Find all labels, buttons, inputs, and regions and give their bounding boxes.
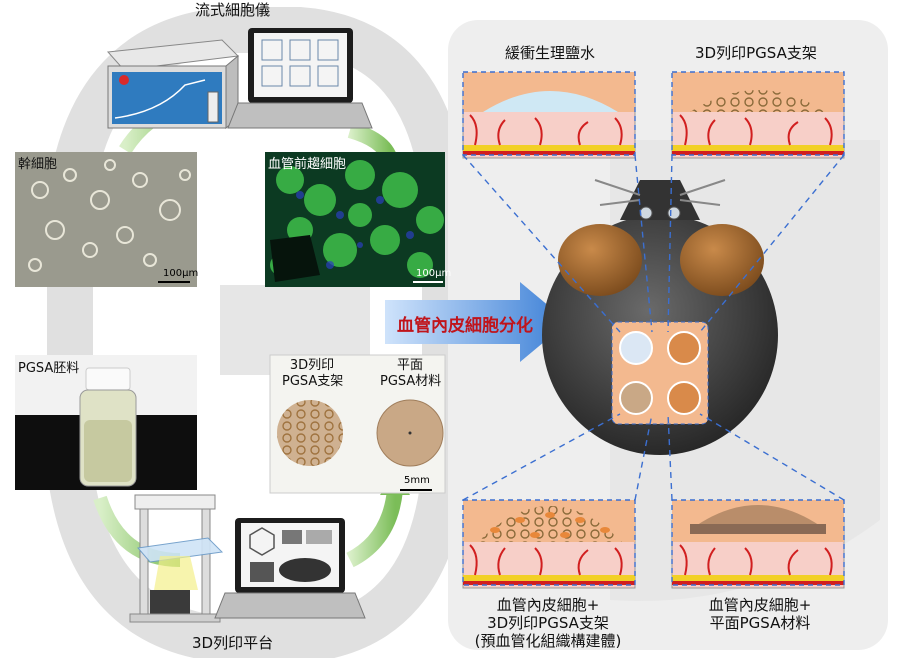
mouse-illustration bbox=[542, 179, 778, 455]
printed-scaffold-line1: 3D列印 bbox=[289, 358, 335, 373]
label-printer: 3D列印平台 bbox=[192, 634, 274, 652]
flow-cytometer-illustration bbox=[106, 39, 240, 130]
flat-material-line1: 平面 bbox=[396, 358, 423, 373]
printed-scaffold-line2: PGSA支架 bbox=[282, 374, 344, 389]
label-printed-scaffold: 3D列印 PGSA支架 bbox=[282, 358, 344, 390]
label-pgsa-prepolymer: PGSA胚料 bbox=[18, 361, 80, 376]
flat-material-line2: PGSA材料 bbox=[380, 374, 442, 389]
label-sample-scale: 5mm bbox=[404, 475, 430, 486]
tissue-block-scaffold bbox=[671, 71, 845, 159]
label-epc-scale: 100μm bbox=[416, 268, 452, 279]
laptop-top-illustration bbox=[227, 28, 373, 129]
pgsa-bottle-photo bbox=[15, 355, 197, 490]
laptop-bottom-illustration bbox=[214, 518, 366, 619]
epc-fluorescence-image bbox=[265, 152, 445, 287]
stem-cell-micrograph bbox=[15, 152, 197, 287]
cells-scaffold-line1: 血管內皮細胞+ bbox=[496, 596, 600, 614]
cells-scaffold-line3: (預血管化組織構建體) bbox=[474, 632, 622, 650]
cells-flat-line1: 血管內皮細胞+ bbox=[708, 596, 812, 614]
label-stem-scale: 100μm bbox=[163, 268, 199, 279]
3d-printer-illustration bbox=[129, 494, 224, 623]
label-cells-flat: 血管內皮細胞+ 平面PGSA材料 bbox=[660, 596, 860, 632]
label-scaffold-top: 3D列印PGSA支架 bbox=[695, 44, 817, 62]
label-cells-scaffold: 血管內皮細胞+ 3D列印PGSA支架 (預血管化組織構建體) bbox=[448, 596, 648, 650]
label-flow-cytometer: 流式細胞儀 bbox=[195, 1, 271, 19]
cells-flat-line2: 平面PGSA材料 bbox=[709, 614, 811, 632]
label-stem-cells: 幹細胞 bbox=[18, 157, 58, 172]
differentiation-arrow bbox=[385, 282, 568, 362]
label-differentiation: 血管內皮細胞分化 bbox=[397, 316, 533, 336]
tissue-block-cells-scaffold bbox=[462, 499, 636, 589]
label-saline: 緩衝生理鹽水 bbox=[505, 44, 596, 62]
tissue-block-saline bbox=[462, 71, 636, 159]
label-flat-material: 平面 PGSA材料 bbox=[380, 358, 442, 390]
connector-lines bbox=[462, 154, 845, 501]
tissue-block-cells-flat bbox=[671, 499, 845, 589]
pgsa-samples-photo bbox=[269, 354, 446, 494]
cells-scaffold-line2: 3D列印PGSA支架 bbox=[487, 614, 609, 632]
label-epc: 血管前趨細胞 bbox=[268, 157, 347, 172]
